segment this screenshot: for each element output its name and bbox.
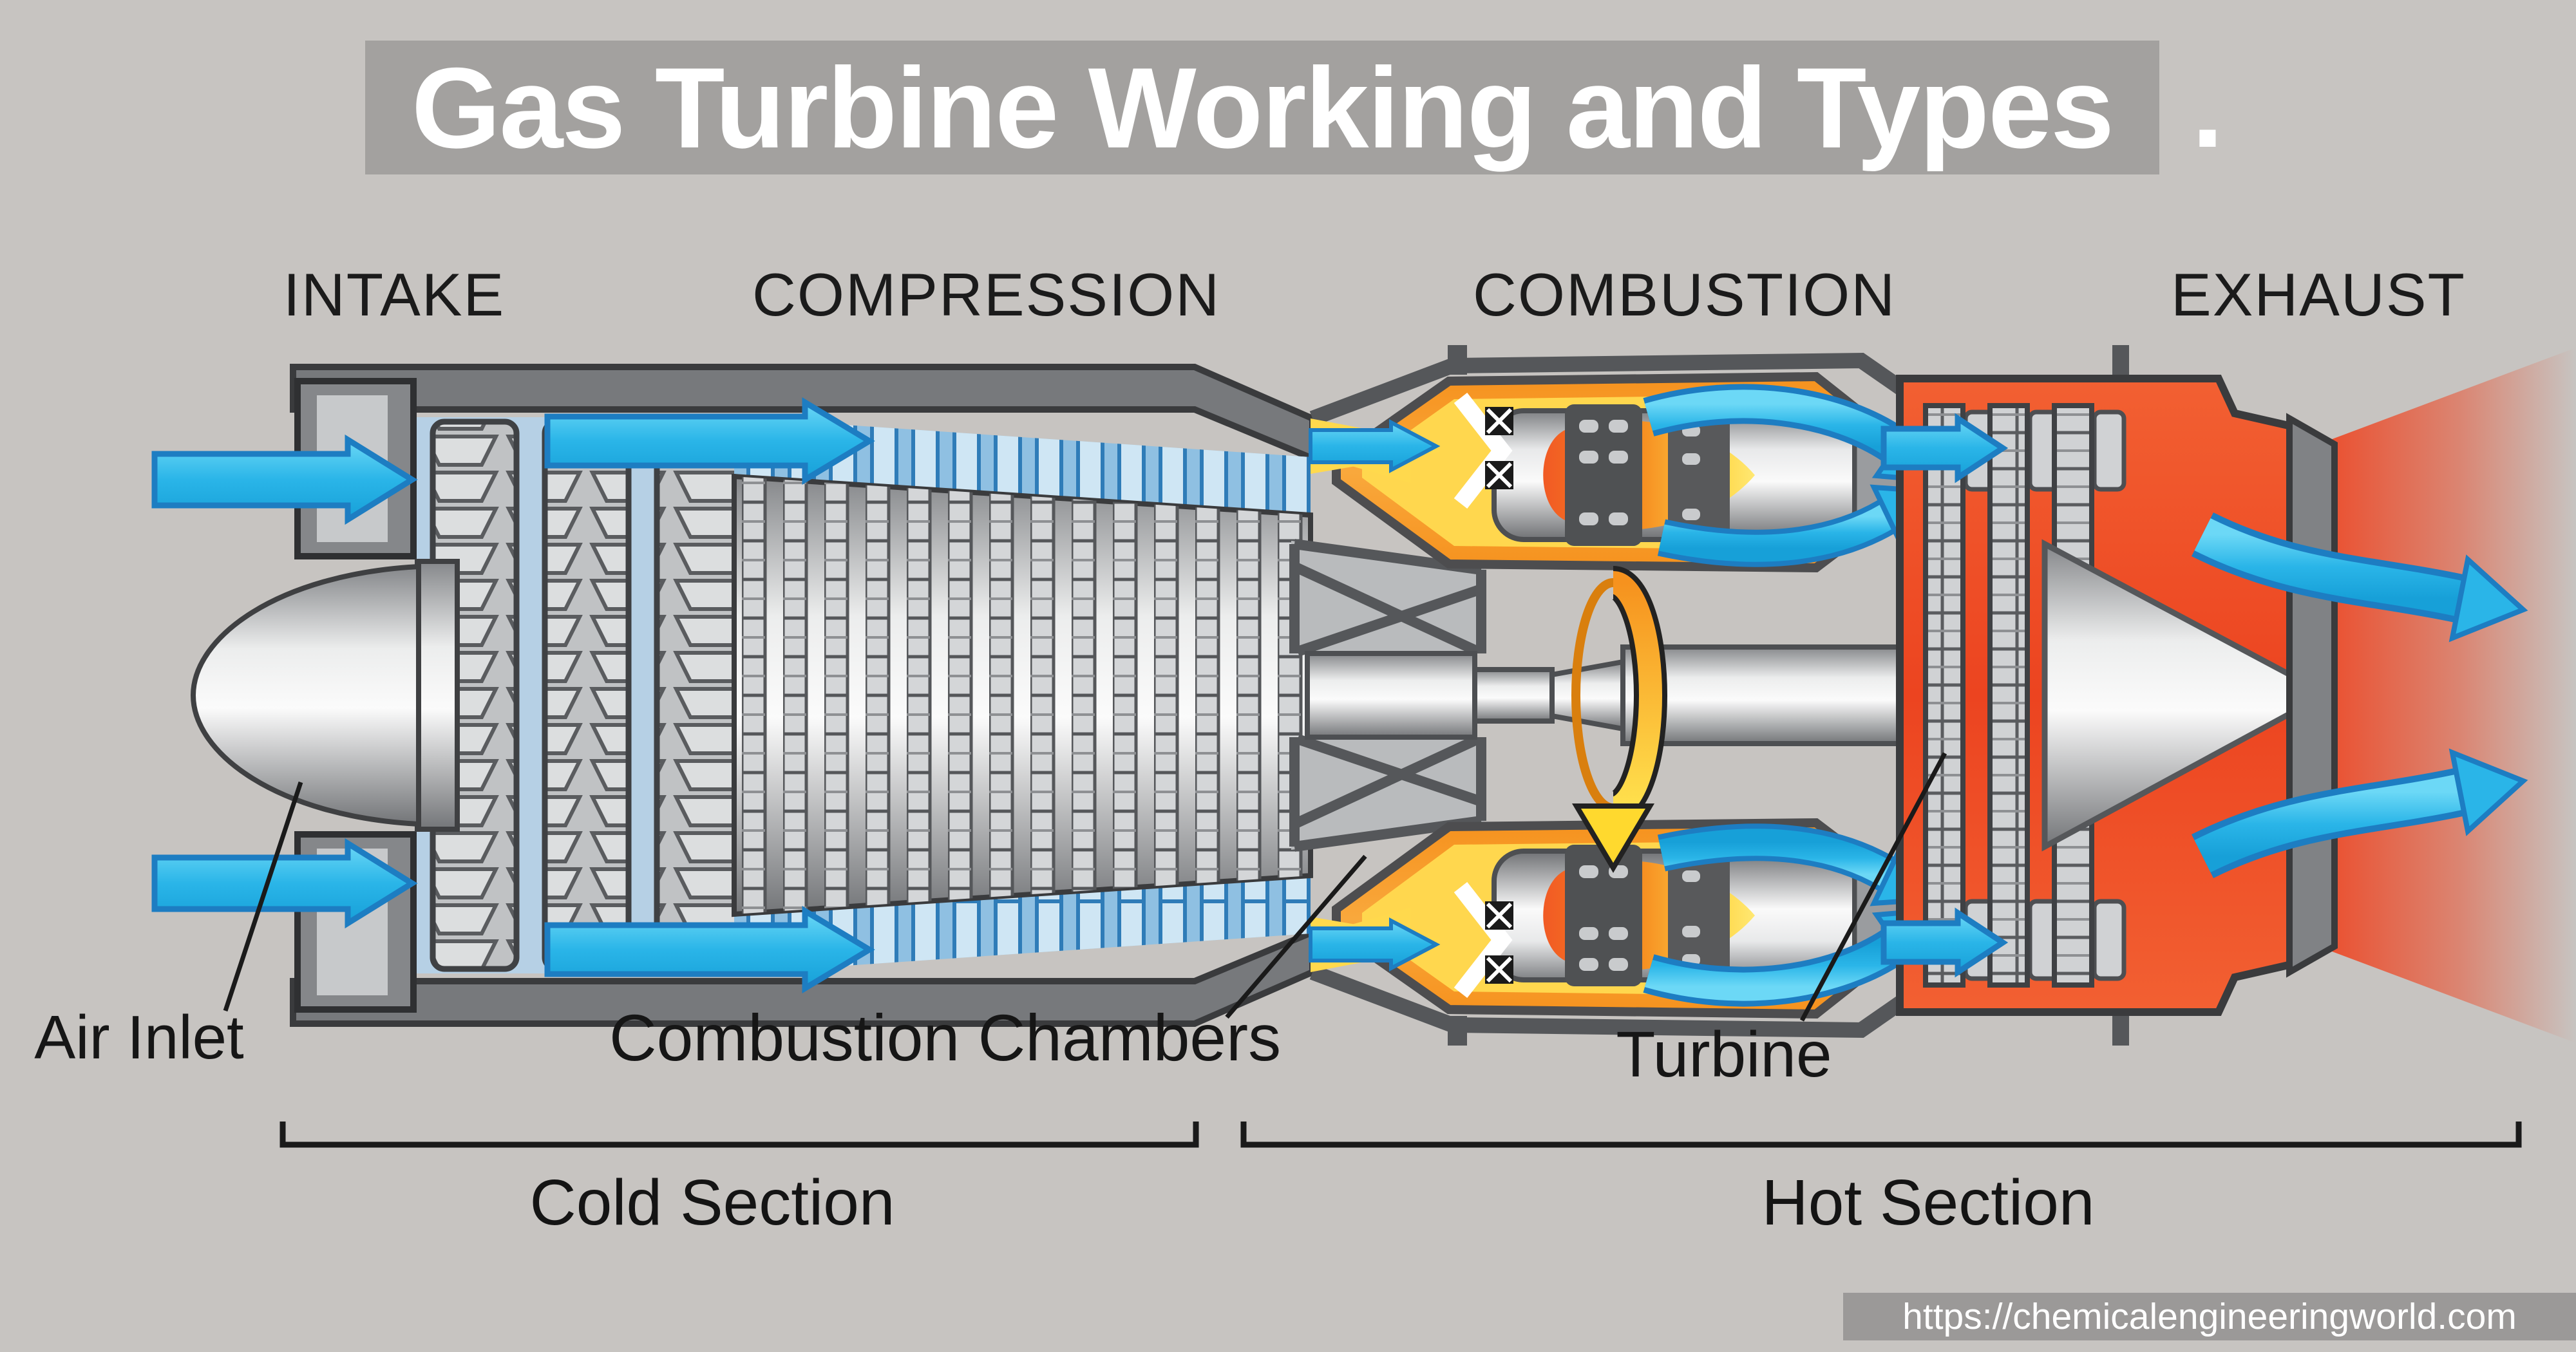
part-label-turbine: Turbine	[1616, 1019, 1832, 1091]
turbine-leader	[1799, 752, 1947, 1022]
airflow-arrow-turbine-bottom	[1880, 907, 2009, 978]
leader-lines	[223, 752, 1947, 1022]
exhaust-nozzle-rim	[2286, 413, 2338, 978]
compression-section	[732, 417, 1313, 973]
stage-label-combustion: COMBUSTION	[1473, 261, 1897, 328]
stage-label-exhaust: EXHAUST	[2171, 261, 2466, 328]
air-inlet-leader	[223, 781, 303, 1012]
title-period: .	[2192, 43, 2224, 171]
cold-section-bracket	[279, 1122, 1199, 1148]
airflow-arrow-inlet-top	[151, 434, 418, 525]
part-label-air-inlet: Air Inlet	[34, 1003, 244, 1072]
exhaust-arrows	[2192, 512, 2528, 879]
airflow-arrow-turbine-top	[1880, 413, 2009, 484]
airflow-arrow-compressor-top	[544, 397, 875, 485]
hot-section-bracket	[1240, 1122, 2522, 1148]
section-brackets	[279, 1122, 2522, 1148]
hot-section-label: Hot Section	[1761, 1167, 2095, 1239]
spinner-cone	[190, 559, 460, 832]
page-title: Gas Turbine Working and Types	[411, 43, 2114, 172]
airflow-arrow-compressor-bottom	[544, 906, 875, 993]
part-label-combustion-chambers: Combustion Chambers	[609, 1001, 1282, 1075]
stage-label-compression: COMPRESSION	[752, 261, 1221, 328]
rotation-arrow	[1571, 566, 1667, 873]
combustion-chamber-top	[1336, 377, 1947, 568]
watermark-url: https://chemicalengineeringworld.com	[1902, 1296, 2517, 1337]
watermark-bar: https://chemicalengineeringworld.com	[1843, 1293, 2576, 1340]
airflow-arrows	[151, 397, 2009, 993]
title-bar: Gas Turbine Working and Types	[365, 41, 2159, 174]
cold-section-label: Cold Section	[529, 1167, 895, 1239]
combustor-entry-flow	[1309, 418, 1441, 972]
exhaust-plume	[2318, 348, 2576, 1043]
tail-cone	[2041, 539, 2333, 852]
combustion-chambers-leader	[1225, 854, 1367, 1019]
stage-label-intake: INTAKE	[283, 261, 506, 328]
airflow-arrow-inlet-bottom	[151, 838, 418, 929]
turbine-exhaust-section	[1896, 375, 2338, 1016]
